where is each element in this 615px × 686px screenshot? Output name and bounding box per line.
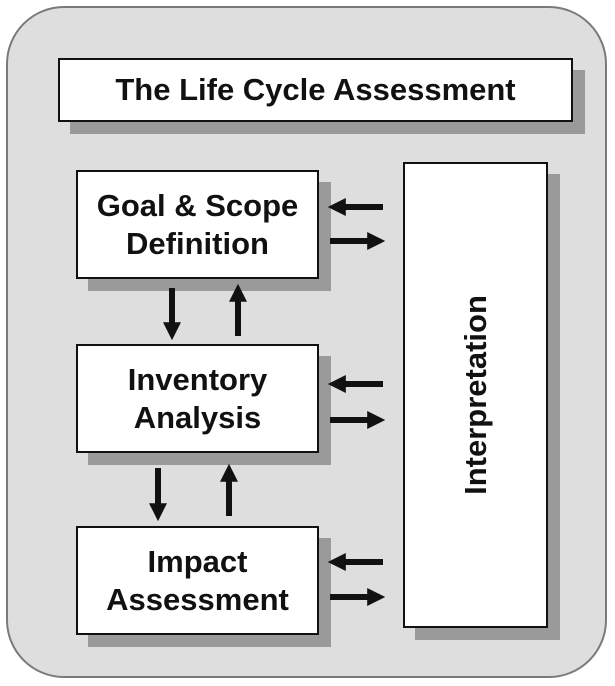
diagram-title: The Life Cycle Assessment (115, 72, 516, 107)
impact-assessment-label: Impact Assessment (106, 543, 289, 617)
impact-assessment-box: Impact Assessment (76, 526, 319, 635)
goal-scope-box: Goal & Scope Definition (76, 170, 319, 279)
title-box: The Life Cycle Assessment (58, 58, 573, 122)
goal-scope-label: Goal & Scope Definition (96, 187, 299, 261)
interpretation-box: Interpretation (403, 162, 548, 628)
inventory-analysis-label: Inventory Analysis (127, 361, 268, 435)
inventory-analysis-box: Inventory Analysis (76, 344, 319, 453)
